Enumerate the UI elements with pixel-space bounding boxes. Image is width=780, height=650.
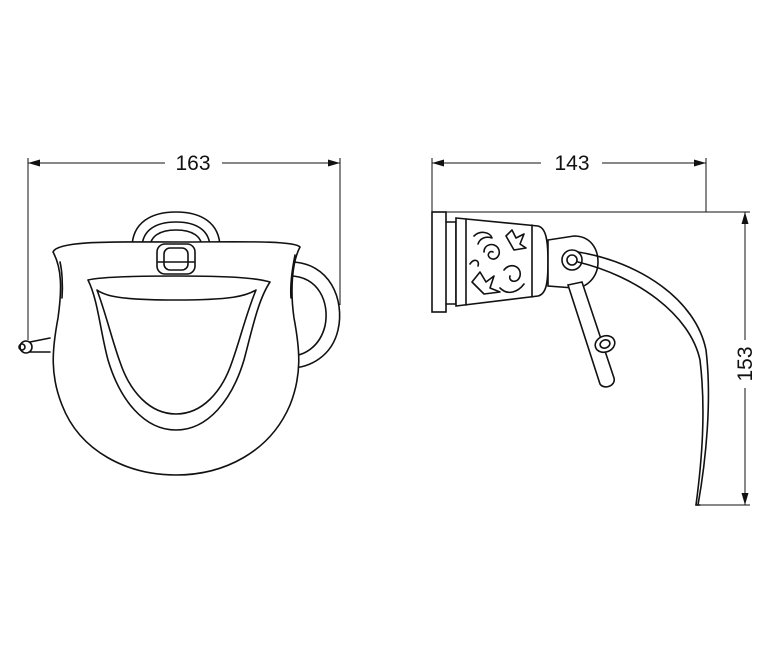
front-view: 163 xyxy=(18,152,341,476)
front-width-label: 163 xyxy=(175,152,210,175)
side-height-label: 153 xyxy=(734,346,757,381)
pivot-hub xyxy=(547,235,599,289)
side-depth-dimension: 143 xyxy=(431,152,707,212)
wall-plate xyxy=(431,211,457,313)
roll-arm xyxy=(566,281,616,388)
wall-flange xyxy=(131,211,221,249)
cover-body xyxy=(52,240,301,476)
hinge-cylinder xyxy=(156,243,196,275)
side-view: 143 153 xyxy=(431,152,757,506)
cover-profile xyxy=(577,251,710,506)
ornate-rosette xyxy=(455,217,549,307)
side-knob xyxy=(18,337,51,354)
side-height-dimension: 153 xyxy=(432,211,757,506)
roll-arm-ring xyxy=(289,261,341,369)
front-width-dimension: 163 xyxy=(27,152,341,340)
side-depth-label: 143 xyxy=(554,152,589,175)
